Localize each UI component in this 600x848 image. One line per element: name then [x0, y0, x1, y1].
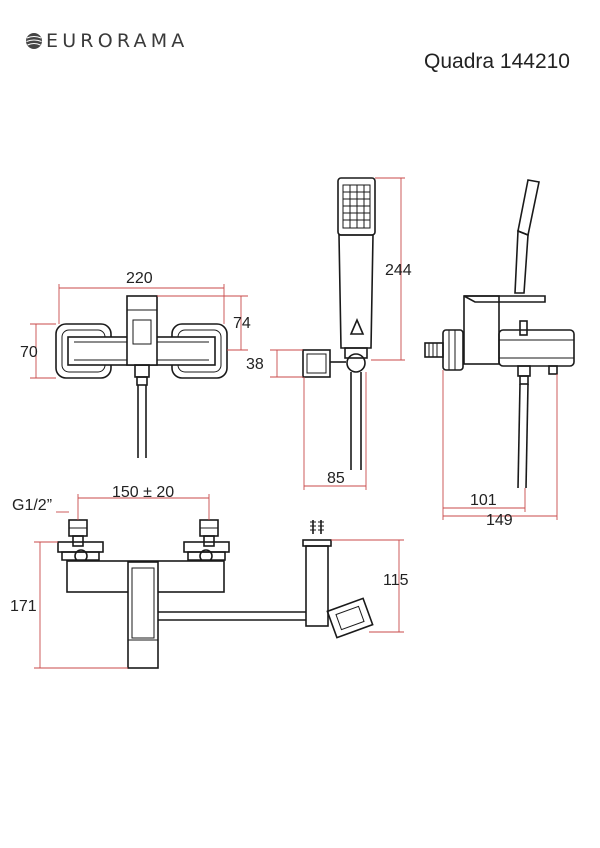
dim-thread: G1/2” [12, 497, 52, 514]
dim-front-height-right: 74 [233, 315, 251, 332]
handshower-view [270, 177, 405, 490]
dim-holder-width: 85 [327, 470, 345, 487]
dim-side-projection-2: 149 [486, 512, 513, 529]
brand-logo-text: EURORAMA [46, 30, 189, 52]
spray-nozzle-grid [343, 185, 370, 228]
bottom-view [34, 494, 404, 669]
model-title: Quadra 144210 [424, 50, 570, 73]
dim-holder-size: 38 [246, 356, 264, 373]
dim-outlet-height: 115 [383, 572, 409, 589]
dim-side-projection-1: 101 [470, 492, 497, 509]
side-view [424, 179, 575, 520]
dim-front-width: 220 [126, 270, 153, 287]
front-view [30, 284, 248, 458]
dim-bottom-height: 171 [10, 598, 37, 615]
dim-centers: 150 ± 20 [112, 484, 174, 501]
dim-handshower-length: 244 [385, 262, 412, 279]
eurorama-globe-logo [26, 33, 42, 49]
dim-front-height-left: 70 [20, 344, 38, 361]
